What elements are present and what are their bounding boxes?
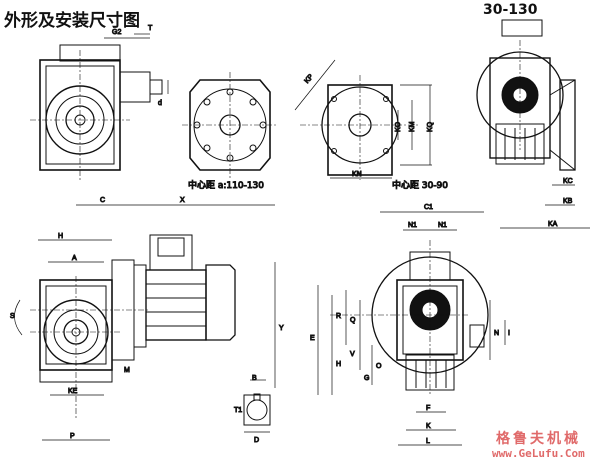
caption-center-distance-30-90: 中心距 30-90 xyxy=(392,179,448,191)
watermark-company: 格鲁夫机械 xyxy=(496,431,581,447)
view-gearbox-front xyxy=(317,211,506,446)
label-e: E xyxy=(310,335,315,342)
label-r: R xyxy=(336,313,341,320)
size-range-label: 30-130 xyxy=(483,2,538,18)
view-gearbox-side xyxy=(30,33,169,180)
label-x: X xyxy=(180,197,185,204)
label-ko: KO xyxy=(395,121,402,132)
label-n1-left: N1 xyxy=(408,222,417,229)
label-kq: KQ xyxy=(427,121,434,132)
label-c: C xyxy=(100,197,105,204)
view-keyway-detail xyxy=(243,379,271,433)
label-l-bottom: L xyxy=(426,438,430,445)
label-v: V xyxy=(350,351,355,358)
label-kn: KN xyxy=(352,171,362,178)
label-y: Y xyxy=(279,325,284,332)
label-t1: T1 xyxy=(234,407,242,414)
label-m: M xyxy=(124,367,130,374)
view-gearbox-with-motor xyxy=(14,204,276,441)
label-k: K xyxy=(426,423,431,430)
label-g: G xyxy=(364,375,369,382)
label-n: N xyxy=(494,330,499,337)
label-f: F xyxy=(426,405,430,412)
label-kp: KP xyxy=(304,73,316,85)
label-n1-right: N1 xyxy=(438,222,447,229)
label-ka: KA xyxy=(548,221,558,228)
label-km: KM xyxy=(409,121,416,132)
view-flange-30-90 xyxy=(294,59,432,180)
label-i: I xyxy=(508,330,510,337)
label-p: P xyxy=(70,433,75,440)
label-q: Q xyxy=(350,317,356,324)
view-flange-side-30-130 xyxy=(476,19,590,229)
label-h: H xyxy=(58,233,63,240)
label-h2: H xyxy=(336,361,341,368)
label-d: d xyxy=(158,100,162,107)
drawing-title: 外形及安装尺寸图 xyxy=(4,11,140,31)
view-flange-110-130 xyxy=(182,72,278,178)
label-d2: D xyxy=(254,437,259,444)
caption-center-distance-110-130: 中心距 a:110-130 xyxy=(188,179,264,191)
label-kc: KC xyxy=(563,178,573,185)
label-c1: C1 xyxy=(424,204,433,211)
label-g2: G2 xyxy=(112,29,121,36)
label-o: O xyxy=(376,363,382,370)
label-a: A xyxy=(72,255,77,262)
label-b: B xyxy=(252,375,257,382)
label-s: S xyxy=(10,313,15,320)
label-kb: KB xyxy=(563,198,573,205)
label-t: T xyxy=(148,25,153,32)
label-ke: KE xyxy=(68,388,78,395)
watermark-url: www.GeLufu.Com xyxy=(492,447,585,460)
